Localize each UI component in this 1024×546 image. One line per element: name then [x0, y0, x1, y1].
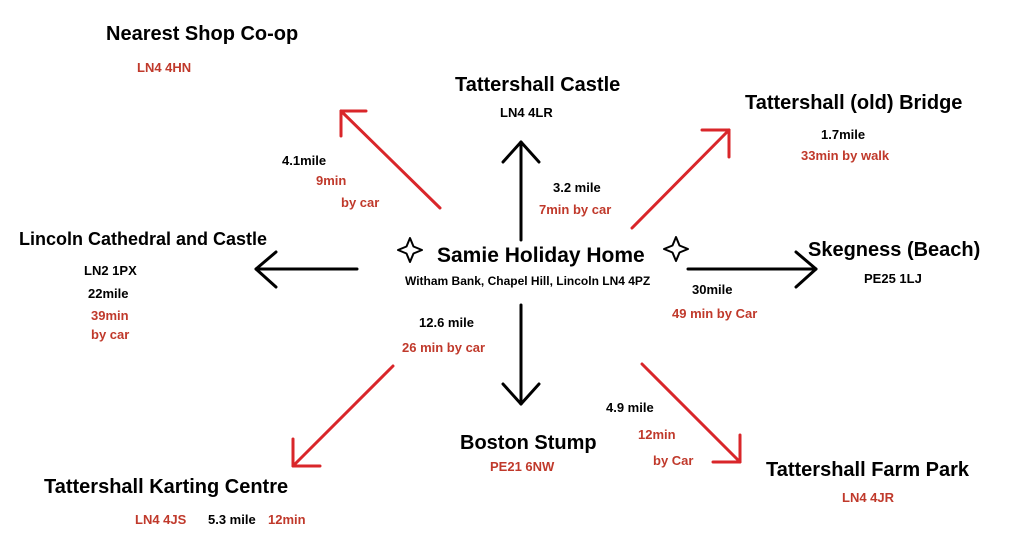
boston-distance: 12.6 mile — [419, 315, 474, 330]
castle-distance: 3.2 mile — [553, 180, 601, 195]
coop-time: 9min — [316, 173, 347, 188]
castle-postcode: LN4 4LR — [500, 105, 553, 120]
arrow-to-lincoln-cathedral — [254, 250, 359, 289]
bridge-distance: 1.7mile — [821, 127, 866, 142]
coop-distance: 4.1mile — [282, 153, 327, 168]
skegness-distance: 30mile — [692, 282, 733, 297]
arrow-to-coop — [339, 109, 442, 210]
boston-name: Boston Stump — [460, 432, 597, 454]
bridge-time: 33min by walk — [801, 148, 890, 163]
arrow-to-tattershall-castle — [501, 140, 541, 242]
coop-name: Nearest Shop Co-op — [106, 23, 299, 45]
home-title: Samie Holiday Home — [437, 244, 645, 267]
skegness-time: 49 min by Car — [672, 306, 758, 321]
arrow-to-farm-park — [640, 362, 742, 464]
lincoln-distance: 22mile — [88, 286, 129, 301]
karting-name: Tattershall Karting Centre — [44, 476, 289, 498]
castle-time: 7min by car — [539, 202, 612, 217]
boston-postcode: PE21 6NW — [490, 459, 555, 474]
karting-time: 12min — [268, 512, 306, 527]
arrow-to-skegness — [686, 250, 818, 289]
four-point-star-icon — [663, 236, 689, 262]
arrow-to-boston-stump — [501, 303, 541, 406]
farm-name: Tattershall Farm Park — [766, 459, 970, 481]
four-point-star-icon — [397, 237, 423, 263]
lincoln-postcode: LN2 1PX — [84, 263, 137, 278]
farm-mode: by Car — [653, 453, 694, 468]
arrow-to-karting-centre — [291, 364, 395, 468]
skegness-name: Skegness (Beach) — [808, 239, 981, 261]
farm-distance: 4.9 mile — [606, 400, 654, 415]
farm-postcode: LN4 4JR — [842, 490, 895, 505]
castle-name: Tattershall Castle — [455, 74, 621, 96]
bridge-name: Tattershall (old) Bridge — [745, 92, 963, 114]
home-address: Witham Bank, Chapel Hill, Lincoln LN4 4P… — [405, 274, 651, 288]
boston-time: 26 min by car — [402, 340, 486, 355]
lincoln-time: 39min — [91, 308, 129, 323]
farm-time: 12min — [638, 427, 676, 442]
karting-distance: 5.3 mile — [208, 512, 256, 527]
coop-postcode: LN4 4HN — [137, 60, 192, 75]
lincoln-mode: by car — [91, 327, 130, 342]
lincoln-name: Lincoln Cathedral and Castle — [19, 229, 268, 249]
arrow-to-tattershall-bridge — [630, 128, 731, 230]
skegness-postcode: PE25 1LJ — [864, 271, 922, 286]
karting-postcode: LN4 4JS — [135, 512, 187, 527]
coop-mode: by car — [341, 195, 380, 210]
